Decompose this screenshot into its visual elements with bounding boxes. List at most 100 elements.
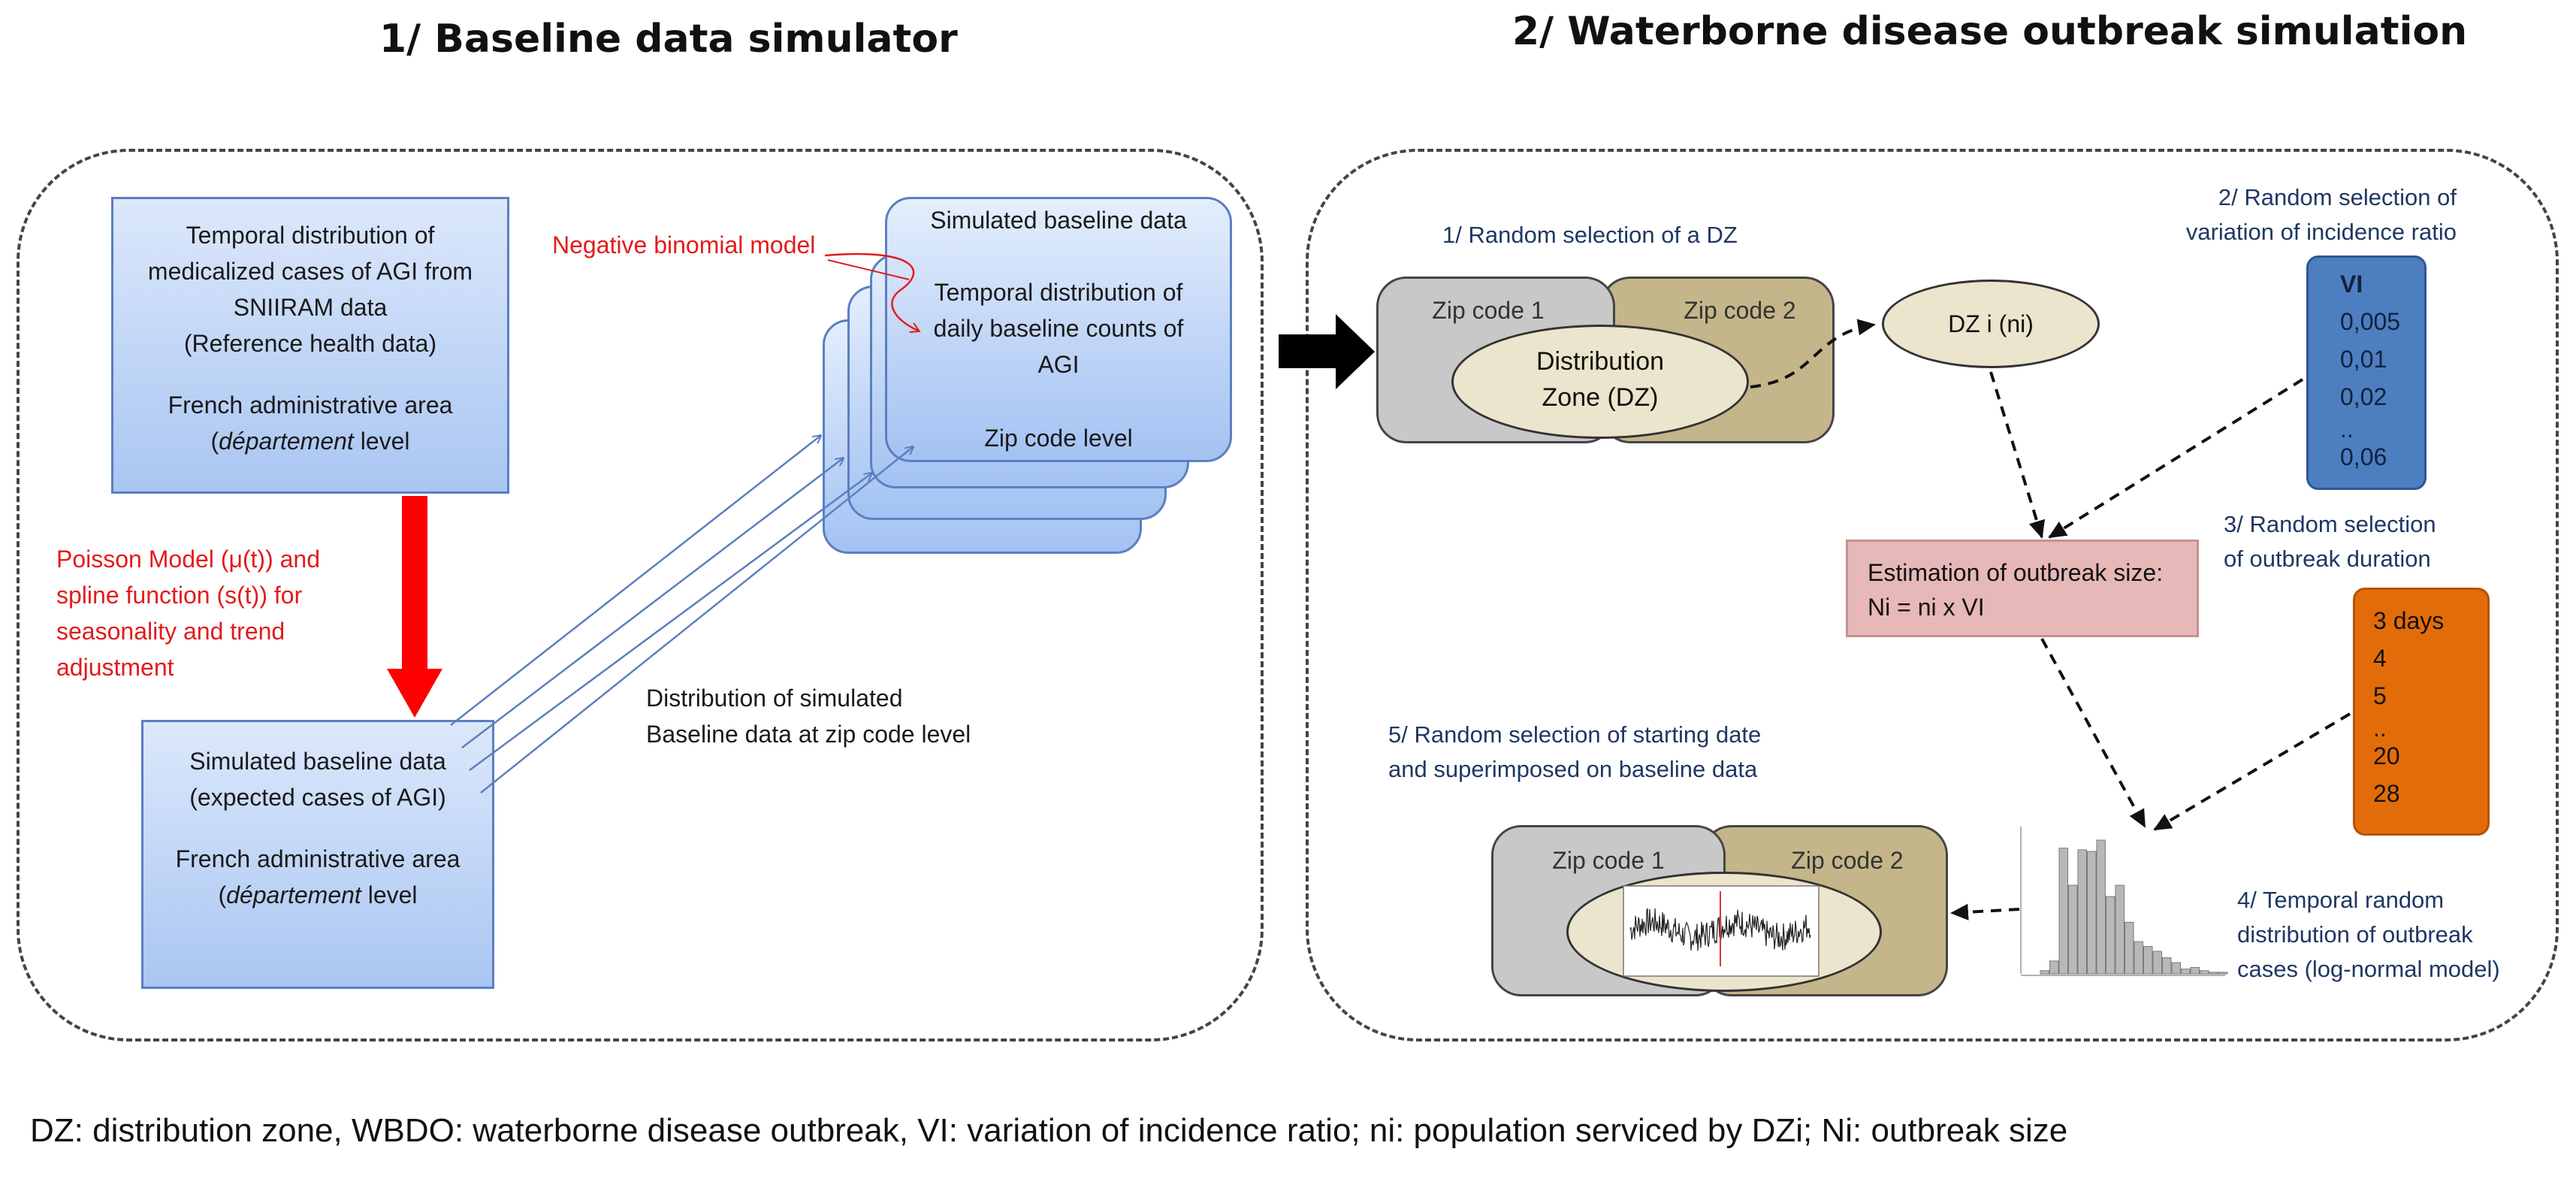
estimation-line1: Estimation of outbreak size: (1868, 559, 2164, 586)
histogram-bar (2143, 946, 2153, 975)
ref-line1: Temporal distribution of (186, 222, 435, 249)
ref-level-text: level (353, 428, 410, 455)
step3-line1: 3/ Random selection (2224, 511, 2436, 537)
dzi-label: DZ i (ni) (1948, 310, 2034, 337)
duration-value: 28 (2373, 780, 2400, 807)
stack-desc-line2: daily baseline counts of (933, 315, 1184, 342)
step5-line1: 5/ Random selection of starting date (1388, 721, 1762, 748)
histogram-bar (2162, 957, 2172, 975)
outbreak-simulation-panel (1306, 149, 2559, 1041)
duration-value: 4 (2373, 645, 2387, 672)
stack-zip-level: Zip code level (984, 425, 1133, 452)
sim-line1: Simulated baseline data (189, 748, 446, 775)
vi-header: VI (2340, 271, 2363, 298)
histogram-bar (2040, 970, 2049, 975)
stack-title: Simulated baseline data (930, 207, 1187, 234)
poisson-line3: seasonality and trend (56, 618, 285, 645)
histogram-bar (2134, 941, 2143, 975)
sim-departement-italic: département (226, 881, 361, 908)
step2-label: 2/ Random selection of variation of inci… (2141, 180, 2457, 249)
poisson-model-label: Poisson Model (μ(t)) and spline function… (56, 541, 320, 685)
duration-value: 20 (2373, 742, 2400, 769)
baseline-simulator-panel (17, 149, 1264, 1041)
vi-value: .. (2340, 416, 2354, 443)
departement-italic: département (219, 428, 354, 455)
histogram-bar (2200, 970, 2209, 975)
vi-value: 0,005 (2340, 308, 2401, 335)
histogram-bar (2218, 972, 2228, 975)
dz-line2: Zone (DZ) (1542, 383, 1659, 412)
negbin-curve (824, 252, 918, 331)
left-section-title: 1/ Baseline data simulator (379, 17, 958, 62)
histogram-bar (2171, 962, 2181, 975)
zip2-bottom-label: Zip code 2 (1791, 847, 1904, 874)
outbreak-cases-histogram (2020, 827, 2228, 976)
distribution-arrows (450, 436, 913, 794)
histogram-bar (2190, 966, 2200, 975)
step5-label: 5/ Random selection of starting date and… (1388, 718, 1761, 787)
distribution-line1: Distribution of simulated (646, 685, 903, 712)
footer-legend: DZ: distribution zone, WBDO: waterborne … (30, 1112, 2068, 1149)
stack-description: Temporal distribution of daily baseline … (887, 274, 1230, 382)
sim-line3: French administrative area (175, 845, 461, 872)
histogram-bar (2152, 951, 2162, 975)
histogram-bar (2115, 884, 2125, 975)
sim-level-text: level (361, 881, 418, 908)
step5-line2: and superimposed on baseline data (1388, 756, 1758, 782)
step3-label: 3/ Random selection of outbreak duration (2224, 507, 2436, 576)
histogram-bar (2058, 848, 2068, 975)
big-black-arrow (1279, 314, 1375, 389)
zip2-label: Zip code 2 (1684, 297, 1796, 324)
histogram-bar (2106, 896, 2115, 975)
right-section-title: 2/ Waterborne disease outbreak simulatio… (1512, 9, 2468, 54)
sim-line4: (département level (218, 881, 418, 908)
histogram-bar (2125, 921, 2134, 975)
distribution-zone-ellipse: Distribution Zone (DZ) (1451, 325, 1749, 439)
vi-value: 0,02 (2340, 383, 2387, 410)
step4-label: 4/ Temporal random distribution of outbr… (2237, 883, 2500, 987)
duration-value: 5 (2373, 682, 2387, 709)
step4-line1: 4/ Temporal random (2237, 887, 2445, 913)
ref-line5: French administrative area (168, 391, 453, 419)
red-down-arrow (387, 496, 442, 718)
sim-line2: (expected cases of AGI) (189, 784, 446, 811)
vi-value: 0,01 (2340, 346, 2387, 373)
duration-value: .. (2373, 715, 2387, 742)
dashed-connectors (1750, 319, 2351, 921)
ref-line2: medicalized cases of AGI from (147, 258, 473, 285)
step2-line1: 2/ Random selection of (2218, 184, 2457, 210)
zip1-label: Zip code 1 (1432, 297, 1545, 324)
histogram-bar (2096, 839, 2106, 975)
vi-values-box: VI 0,005 0,01 0,02 .. 0,06 (2306, 255, 2427, 490)
step1-label: 1/ Random selection of a DZ (1442, 222, 1738, 248)
poisson-line1: Poisson Model (μ(t)) and (56, 546, 321, 573)
distribution-line2: Baseline data at zip code level (646, 721, 971, 748)
histogram-bar (2181, 969, 2191, 975)
histogram-bar (2068, 884, 2078, 975)
baseline-timeseries-thumbnail (1623, 885, 1820, 977)
estimation-line2: Ni = ni x VI (1868, 594, 1985, 621)
histogram-bar (2049, 960, 2059, 975)
step4-line2: distribution of outbreak (2237, 921, 2473, 948)
dz-i-ellipse: DZ i (ni) (1882, 280, 2100, 368)
histogram-bar (2087, 851, 2097, 975)
step4-line3: cases (log-normal model) (2237, 956, 2500, 982)
ref-line6: (département level (210, 428, 410, 455)
outbreak-size-estimation-box: Estimation of outbreak size: Ni = ni x V… (1846, 540, 2199, 637)
zip1-bottom-label: Zip code 1 (1552, 847, 1665, 874)
stack-desc-line3: AGI (1037, 351, 1080, 378)
stack-desc-line1: Temporal distribution of (934, 279, 1183, 306)
ref-line3: SNIIRAM data (233, 294, 388, 321)
distribution-label: Distribution of simulated Baseline data … (646, 680, 971, 752)
reference-health-data-box: Temporal distribution of medicalized cas… (111, 197, 509, 494)
poisson-line2: spline function (s(t)) for (56, 582, 303, 609)
duration-values-box: 3 days 4 5 .. 20 28 (2353, 588, 2490, 836)
ref-line4: (Reference health data) (183, 330, 437, 357)
step3-line2: of outbreak duration (2224, 546, 2431, 572)
histogram-bar (2077, 849, 2087, 975)
dz-line1: Distribution (1536, 347, 1665, 376)
poisson-line4: adjustment (56, 654, 174, 681)
simulated-baseline-box: Simulated baseline data (expected cases … (141, 720, 494, 989)
duration-value: 3 days (2373, 607, 2445, 634)
